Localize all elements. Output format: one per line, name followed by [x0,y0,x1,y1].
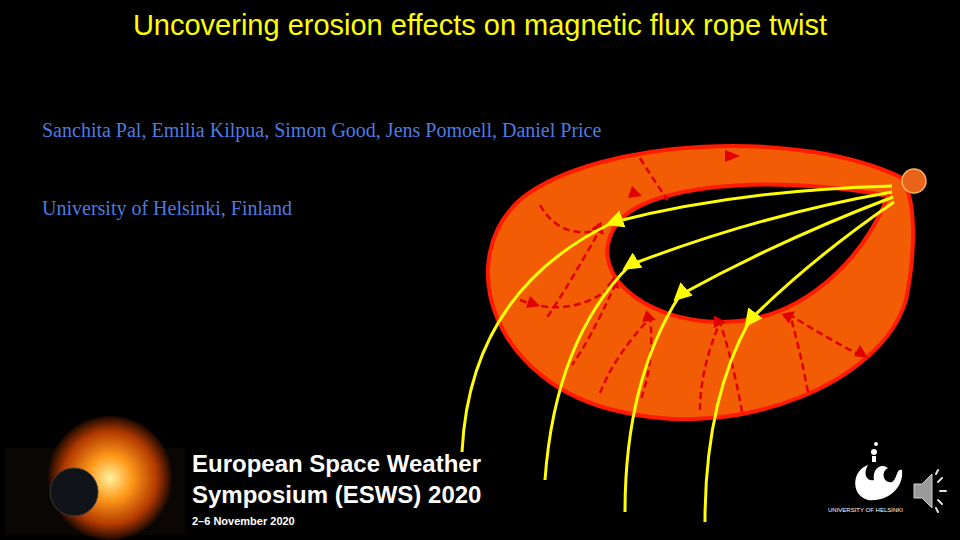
sun [902,169,926,193]
twist-field-lines [520,158,860,412]
speaker-icon [914,470,946,512]
symposium-logo-image [5,416,185,540]
author-list: Sanchita Pal, Emilia Kilpua, Simon Good,… [42,118,682,142]
slide-title: Uncovering erosion effects on magnetic f… [110,8,850,42]
symposium-dates: 2–6 November 2020 [192,514,392,528]
symposium-name: Symposium (ESWS) 2020 [192,480,532,510]
helsinki-logo [855,442,902,500]
university-logo-text: UNIVERSITY OF HELSINKI [828,506,918,514]
rope-edge-arrows [526,150,868,358]
symposium-name: European Space Weather [192,449,532,479]
ambient-field-lines [462,186,894,522]
affiliation: University of Helsinki, Finland [42,196,462,220]
